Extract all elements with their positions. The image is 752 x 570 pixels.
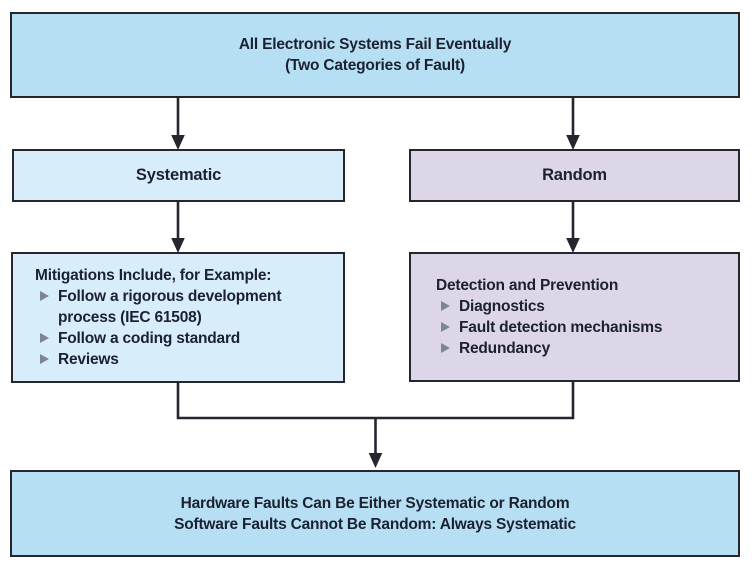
random-detail-title: Detection and Prevention bbox=[436, 277, 619, 294]
list-item-text: Redundancy bbox=[459, 340, 551, 357]
random-label: Random bbox=[542, 166, 607, 184]
list-item-text: Follow a coding standard bbox=[58, 330, 241, 347]
list-item: Follow a coding standard bbox=[35, 328, 335, 349]
list-item: Follow a rigorous development process (I… bbox=[35, 286, 335, 328]
systematic-detail-box: Mitigations Include, for Example: Follow… bbox=[11, 252, 345, 383]
bullet-arrow-icon bbox=[441, 343, 450, 353]
arrowhead-icon bbox=[566, 135, 580, 150]
list-item-text: Reviews bbox=[58, 351, 119, 368]
top-box-line2: (Two Categories of Fault) bbox=[285, 57, 465, 74]
arrow-random-to-detail bbox=[566, 202, 580, 253]
list-item-text: Follow a rigorous development process (I… bbox=[58, 288, 282, 326]
systematic-detail-title: Mitigations Include, for Example: bbox=[35, 267, 272, 284]
list-item: Redundancy bbox=[436, 338, 730, 359]
arrow-top-to-systematic bbox=[171, 98, 185, 150]
systematic-label: Systematic bbox=[135, 166, 222, 184]
arrowhead-icon bbox=[171, 238, 185, 253]
bullet-arrow-icon bbox=[40, 354, 49, 364]
bottom-box-line2: Software Faults Cannot Be Random: Always… bbox=[174, 515, 576, 533]
arrowhead-icon bbox=[566, 238, 580, 253]
merge-connector bbox=[176, 382, 575, 420]
random-box: Random bbox=[409, 149, 740, 202]
bullet-arrow-icon bbox=[441, 301, 450, 311]
bottom-box: Hardware Faults Can Be Either Systematic… bbox=[10, 470, 740, 557]
bullet-arrow-icon bbox=[441, 322, 450, 332]
arrow-merge-to-bottom bbox=[368, 418, 383, 468]
arrow-systematic-to-detail bbox=[171, 202, 185, 253]
bullet-arrow-icon bbox=[40, 291, 49, 301]
bottom-box-line1: Hardware Faults Can Be Either Systematic… bbox=[180, 494, 570, 512]
list-item: Reviews bbox=[35, 349, 335, 370]
arrowhead-icon bbox=[368, 453, 383, 468]
list-item-text: Diagnostics bbox=[459, 298, 545, 315]
systematic-detail-list: Follow a rigorous development process (I… bbox=[35, 286, 335, 370]
list-item: Fault detection mechanisms bbox=[436, 317, 730, 338]
list-item: Diagnostics bbox=[436, 296, 730, 317]
top-box: All Electronic Systems Fail Eventually (… bbox=[10, 12, 740, 98]
bullet-arrow-icon bbox=[40, 333, 49, 343]
arrowhead-icon bbox=[171, 135, 185, 150]
random-detail-box: Detection and Prevention Diagnostics Fau… bbox=[409, 252, 740, 382]
systematic-box: Systematic bbox=[12, 149, 345, 202]
random-detail-list: Diagnostics Fault detection mechanisms R… bbox=[436, 296, 730, 359]
list-item-text: Fault detection mechanisms bbox=[459, 319, 663, 336]
top-box-line1: All Electronic Systems Fail Eventually bbox=[238, 36, 512, 53]
arrow-top-to-random bbox=[566, 98, 580, 150]
